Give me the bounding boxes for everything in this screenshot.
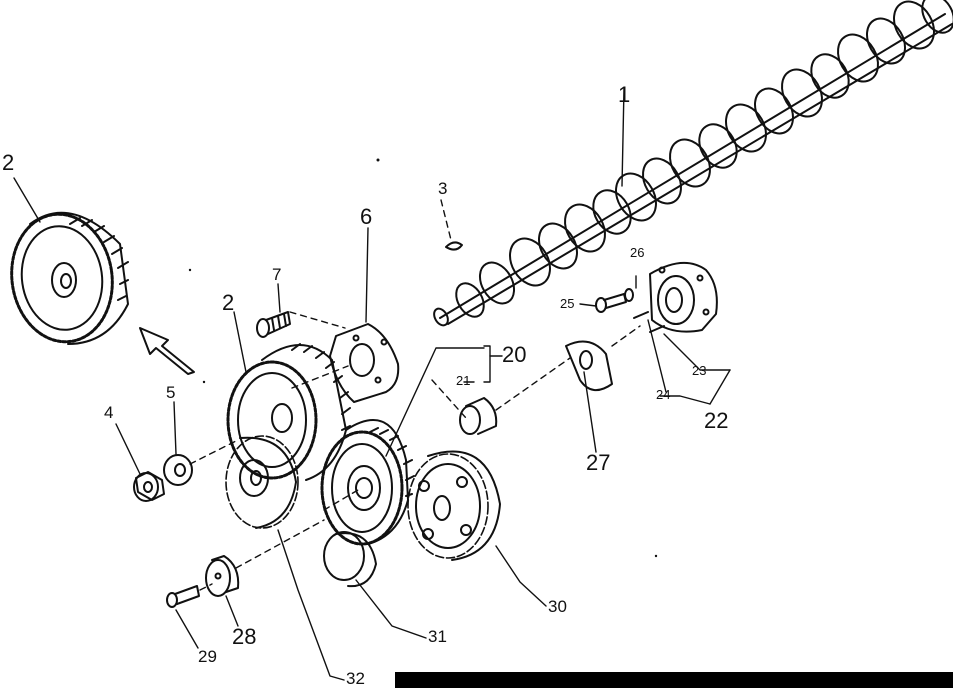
hub-part-28 (205, 519, 325, 597)
label-part-6: 6 (360, 204, 373, 229)
nut-part-4 (133, 471, 165, 502)
label-part-4: 4 (104, 403, 114, 422)
label-part-23: 23 (692, 363, 707, 378)
bolt-part-25 (595, 293, 627, 313)
thrust-plate-part-6 (291, 323, 400, 403)
washer-part-5 (163, 439, 239, 486)
pin-part-23 (649, 325, 665, 333)
black-border-bar (395, 672, 953, 688)
label-part-28: 28 (232, 624, 257, 649)
label-part-20: 20 (502, 342, 527, 367)
leader-lines (13, 87, 731, 681)
label-part-21: 21 (456, 373, 471, 388)
label-part-25: 25 (560, 296, 575, 311)
label-part-1: 1 (618, 82, 631, 107)
direction-arrow (139, 327, 195, 375)
label-part-27: 27 (586, 450, 611, 475)
gear-part-20 (320, 419, 415, 546)
label-part-2-top: 2 (2, 150, 15, 175)
pin-part-24 (633, 311, 649, 319)
gasket-part-27 (565, 325, 641, 391)
label-part-3: 3 (438, 179, 448, 198)
gear-part-2-top (10, 211, 129, 345)
pulley-part-30 (407, 450, 501, 561)
label-part-30: 30 (548, 597, 567, 616)
housing-part-22 (649, 262, 718, 333)
label-part-7: 7 (272, 265, 282, 284)
washer-part-26 (624, 288, 634, 302)
label-part-24: 24 (656, 387, 671, 402)
label-part-29: 29 (198, 647, 217, 666)
label-part-2-mid: 2 (222, 290, 235, 315)
key-part-3 (440, 199, 463, 251)
label-part-22: 22 (704, 408, 729, 433)
camshaft (433, 0, 953, 327)
scan-specks (188, 158, 658, 558)
label-part-5: 5 (166, 383, 176, 402)
bolt-part-29 (166, 583, 213, 608)
label-part-32: 32 (346, 669, 365, 688)
bushing-part-21 (431, 357, 571, 435)
label-part-26: 26 (630, 245, 645, 260)
pulley-part-32 (225, 435, 299, 529)
bolt-part-7 (256, 311, 346, 338)
label-part-31: 31 (428, 627, 447, 646)
